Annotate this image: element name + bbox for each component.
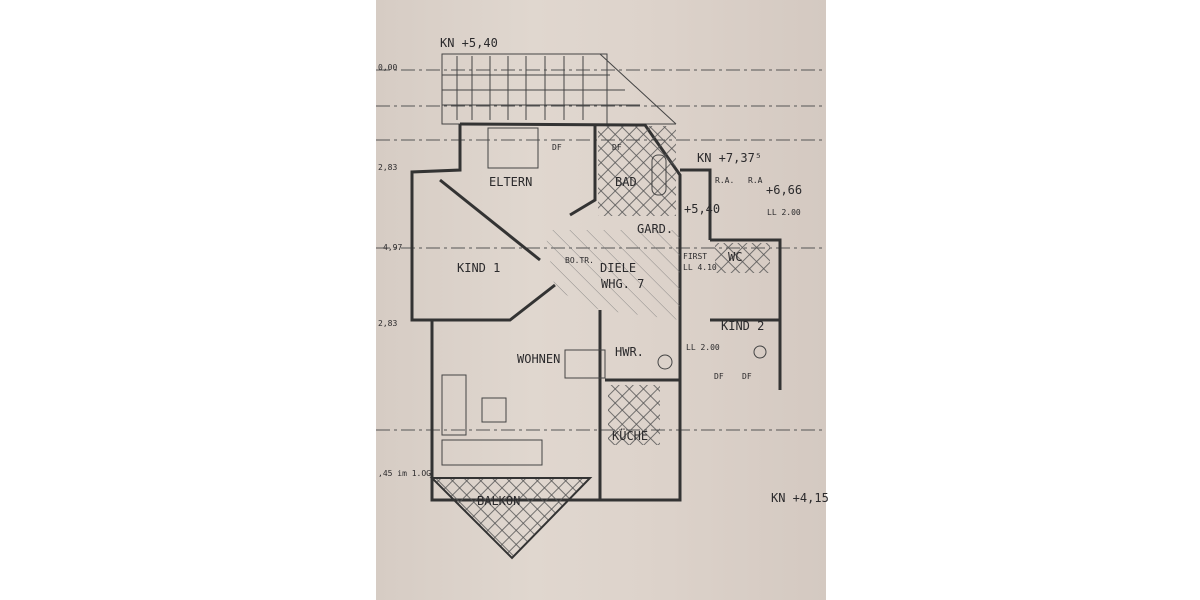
room-balkon: BALKON <box>477 494 520 508</box>
elevation-center-right: +5,40 <box>684 202 720 216</box>
room-bad: BAD <box>615 175 637 189</box>
room-wc: WC <box>728 250 742 264</box>
bathroom-tiles <box>598 126 676 216</box>
annotation-ll: LL 4.10 <box>683 263 717 272</box>
room-gard: GARD. <box>637 222 673 236</box>
annotation-df: DF <box>742 372 752 381</box>
wc-tiles <box>715 243 770 273</box>
kitchen-tiles <box>608 385 660 445</box>
annotation-ra: R.A <box>748 176 763 185</box>
walls <box>410 122 782 502</box>
roof-overhang <box>441 53 677 125</box>
annotation-ll: LL 2.00 <box>686 343 720 352</box>
elevation-bottom-right: KN +4,15 <box>771 491 829 505</box>
margin-label: 4,97 <box>383 243 402 252</box>
elevation-right-mid: +6,66 <box>766 183 802 197</box>
margin-label: 2,83 <box>378 319 397 328</box>
annotation-bo-tr: BO.TR. <box>565 256 594 265</box>
elevation-top: KN +5,40 <box>440 36 498 50</box>
annotation-df: DF <box>612 143 622 152</box>
margin-label: ,45 im 1.OG <box>378 469 431 478</box>
annotation-ll: LL 2.00 <box>767 208 801 217</box>
room-hwr: HWR. <box>615 345 644 359</box>
annotation-first: FIRST <box>683 252 707 261</box>
room-whg: WHG. 7 <box>601 277 644 291</box>
annotation-df: DF <box>714 372 724 381</box>
balcony <box>429 477 593 560</box>
room-eltern: ELTERN <box>489 175 532 189</box>
margin-label: 2,83 <box>378 163 397 172</box>
annotation-df: DF <box>552 143 562 152</box>
elevation-right-top: KN +7,37⁵ <box>697 151 762 165</box>
room-kueche: KÜCHE <box>612 427 648 443</box>
margin-label: 0,00 <box>378 63 397 72</box>
annotation-ra: R.A. <box>715 176 734 185</box>
room-kind-2: KIND 2 <box>721 319 764 333</box>
room-wohnen: WOHNEN <box>517 352 560 366</box>
labels: KN +5,40 0,00 2,83 4,97 2,83 ,45 im 1.OG… <box>378 36 829 508</box>
room-diele: DIELE <box>600 261 636 275</box>
room-kind-1: KIND 1 <box>457 261 500 275</box>
hallway-hatch <box>545 230 680 320</box>
furniture <box>441 127 767 466</box>
